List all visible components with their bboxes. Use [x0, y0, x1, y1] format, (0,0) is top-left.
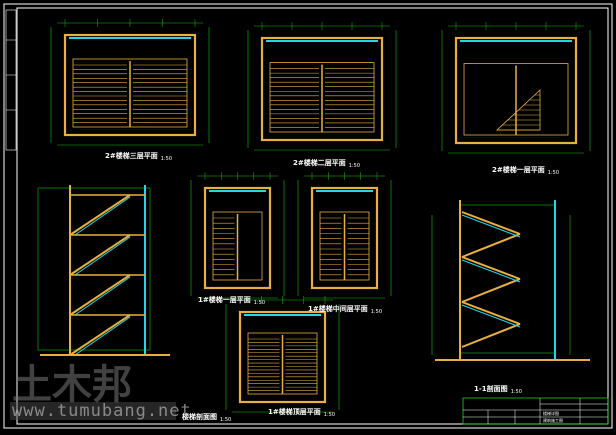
watermark-logo: 土木邦: [12, 362, 132, 408]
stair-flight: [69, 274, 131, 316]
stair-railing: [74, 236, 131, 276]
stair-flight: [461, 323, 521, 348]
section-grid: [459, 204, 556, 354]
left-binding-strip: [5, 9, 17, 151]
stair-wall: [203, 186, 272, 290]
view-labels: 2#楼梯三层平面 1:50 2#楼梯二层平面 1:50 2#楼梯一层平面 1:5…: [105, 151, 559, 423]
stair-railing: [74, 276, 131, 316]
watermark-url: www.tumubang.net: [12, 401, 192, 421]
title-block-sub: 建筑施工图: [543, 417, 563, 423]
view-title: 2#楼梯二层平面: [293, 158, 346, 167]
section-grid: [37, 187, 151, 351]
stair-wall: [238, 310, 327, 404]
stair-railing: [461, 304, 521, 328]
stair-flight: [461, 301, 521, 325]
stair-flight: [461, 278, 521, 303]
stair-railing: [74, 316, 131, 356]
view-title: 楼梯剖面图: [182, 412, 217, 421]
stair-landing: [72, 58, 188, 128]
view-title: 1#楼梯一层平面: [198, 295, 251, 304]
view-title: 1#楼梯中间层平面: [308, 304, 368, 313]
view-title: 2#楼梯一层平面: [492, 165, 545, 174]
stair-wall: [310, 186, 379, 290]
stair-landing: [212, 211, 263, 281]
stair-flight: [461, 233, 521, 258]
stair-railing: [74, 196, 131, 236]
stair-flight: [69, 194, 131, 236]
watermark: 土木邦 www.tumubang.net: [10, 362, 192, 421]
stair-landing: [269, 62, 375, 133]
sheet-border: [3, 3, 613, 429]
stair-flight: [461, 256, 521, 280]
title-block-name: 楼梯详图: [543, 410, 559, 416]
drawing-frame: [16, 7, 609, 425]
view-scale: 1:50: [548, 170, 559, 176]
view-scale: 1:50: [220, 417, 231, 423]
stair-flight: [69, 314, 131, 356]
view-title: 2#楼梯三层平面: [105, 151, 158, 160]
stair-wall: [260, 36, 384, 142]
view-title: 1-1剖面图: [474, 384, 508, 393]
title-block: 楼梯详图 建筑施工图: [462, 397, 609, 425]
view-scale: 1:50: [511, 389, 522, 395]
view-scale: 1:50: [324, 412, 335, 418]
view-scale: 1:50: [371, 309, 382, 315]
view-scale: 1:50: [254, 300, 265, 306]
stair-railing: [461, 259, 521, 283]
stair-railing: [461, 214, 521, 238]
view-scale: 1:50: [349, 163, 360, 169]
view-scale: 1:50: [161, 156, 172, 162]
stair-landing: [463, 63, 569, 136]
stair-landing: [319, 211, 370, 281]
stair-wall: [454, 36, 578, 145]
stair-flight: [69, 234, 131, 276]
stair-flight: [461, 211, 521, 235]
stair-landing: [247, 332, 318, 395]
view-title: 1#楼梯顶层平面: [268, 407, 321, 416]
stair-wall: [63, 33, 197, 137]
